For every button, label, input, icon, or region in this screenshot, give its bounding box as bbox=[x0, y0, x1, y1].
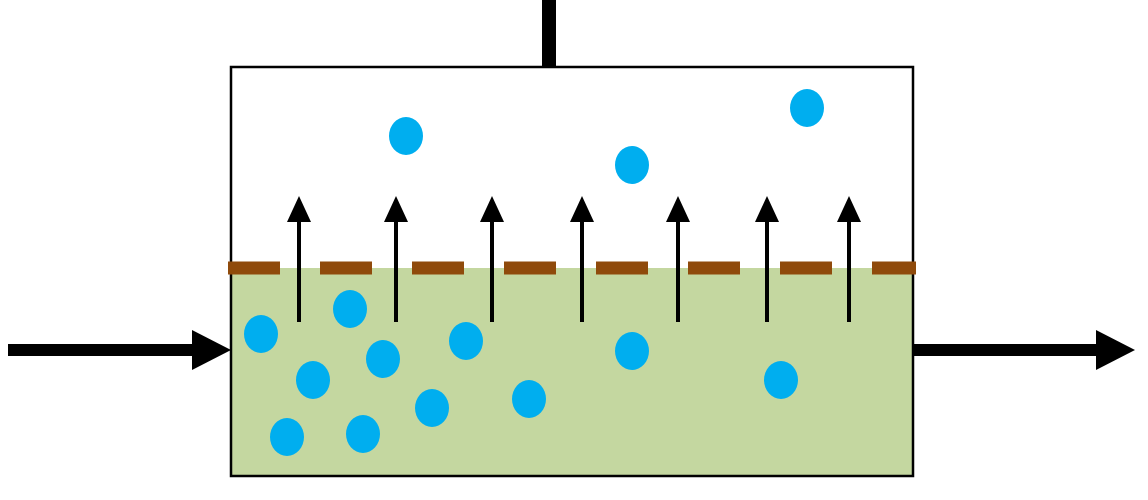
permeation-arrow bbox=[755, 196, 779, 322]
particle bbox=[296, 361, 330, 399]
particle bbox=[512, 380, 546, 418]
particle bbox=[415, 389, 449, 427]
outlet-arrow bbox=[913, 330, 1135, 370]
permeation-arrows bbox=[287, 196, 861, 322]
permeate-particles bbox=[389, 89, 824, 184]
permeation-arrow bbox=[837, 196, 861, 322]
particle bbox=[366, 340, 400, 378]
particle bbox=[346, 415, 380, 453]
particle bbox=[764, 361, 798, 399]
permeation-arrow bbox=[666, 196, 690, 322]
permeation-arrow bbox=[570, 196, 594, 322]
liquid-region bbox=[231, 268, 913, 476]
particle bbox=[244, 315, 278, 353]
particle bbox=[615, 332, 649, 370]
particle bbox=[790, 89, 824, 127]
permeation-arrow bbox=[384, 196, 408, 322]
retentate-particles bbox=[244, 290, 798, 456]
particle bbox=[389, 117, 423, 155]
particle bbox=[449, 322, 483, 360]
particle bbox=[333, 290, 367, 328]
permeate-outlet-pipe bbox=[542, 0, 556, 68]
particle bbox=[270, 418, 304, 456]
inlet-arrow bbox=[8, 330, 231, 370]
permeation-arrow bbox=[287, 196, 311, 322]
permeation-arrow bbox=[480, 196, 504, 322]
particle bbox=[615, 146, 649, 184]
